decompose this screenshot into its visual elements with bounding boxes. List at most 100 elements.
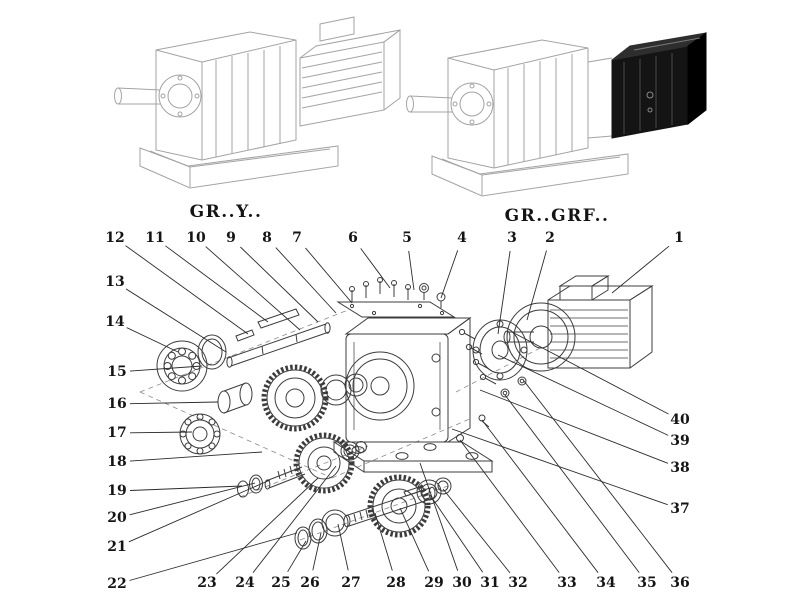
callout-31: 31 (480, 575, 500, 591)
leader-line-10 (205, 246, 301, 331)
leader-line-9 (240, 246, 319, 323)
callout-25: 25 (271, 575, 291, 591)
leader-line-16 (129, 401, 219, 405)
leader-line-22 (129, 532, 298, 581)
callout-16: 16 (107, 396, 127, 412)
leader-line-18 (129, 451, 263, 462)
callout-3: 3 (507, 230, 517, 246)
motor-mounting-bolts (458, 328, 497, 385)
motor-shaft-end (503, 330, 511, 344)
leader-line-19 (129, 485, 243, 491)
callout-40: 40 (670, 412, 690, 428)
dark-motor-block (611, 32, 707, 139)
leader-line-5 (408, 250, 415, 291)
first-stage-gear (261, 364, 368, 432)
callout-18: 18 (107, 454, 127, 470)
leader-line-4 (440, 250, 459, 299)
leader-line-11 (165, 245, 269, 323)
leader-line-40 (511, 331, 669, 415)
spacer-bushing (217, 382, 253, 414)
leader-line-36 (523, 380, 673, 573)
leader-line-3 (497, 250, 511, 335)
leader-line-12 (125, 245, 249, 335)
callout-23: 23 (197, 575, 217, 591)
housing-foot (332, 441, 494, 473)
oil-plug (431, 407, 441, 417)
callout-13: 13 (105, 274, 125, 290)
leader-line-20 (129, 482, 256, 516)
shaft-key-small (235, 329, 255, 342)
callout-2: 2 (545, 230, 555, 246)
leader-line-35 (504, 394, 640, 573)
leader-line-32 (442, 488, 511, 574)
callout-14: 14 (105, 314, 125, 330)
leader-line-28 (374, 512, 393, 571)
inspection-cover (336, 301, 456, 318)
callout-15: 15 (107, 364, 127, 380)
callout-38: 38 (670, 460, 690, 476)
callout-8: 8 (262, 230, 272, 246)
callout-21: 21 (107, 539, 127, 555)
callout-11: 11 (145, 230, 165, 246)
gear-housing (332, 317, 494, 473)
gear-bearing (344, 373, 368, 397)
output-shaft-assembly (294, 474, 452, 550)
callout-35: 35 (637, 575, 657, 591)
callout-12: 12 (105, 230, 125, 246)
callout-1: 1 (674, 230, 684, 246)
terminal-box (558, 275, 610, 301)
leader-line-25 (287, 540, 307, 573)
shaft-key (257, 308, 300, 329)
callout-4: 4 (457, 230, 467, 246)
exploded-view (139, 275, 654, 550)
leader-line-8 (275, 247, 337, 314)
callout-29: 29 (424, 575, 444, 591)
callout-26: 26 (300, 575, 320, 591)
leader-line-27 (337, 523, 349, 571)
assembled-view-gr-y (114, 16, 401, 189)
leader-lines (125, 245, 673, 581)
assembly-axis-lines (139, 309, 541, 541)
callout-39: 39 (670, 433, 690, 449)
callout-20: 20 (107, 510, 127, 526)
callout-19: 19 (107, 483, 127, 499)
callout-24: 24 (235, 575, 255, 591)
callout-9: 9 (226, 230, 236, 246)
callout-30: 30 (452, 575, 472, 591)
leader-line-33 (459, 439, 560, 573)
cover-bolts (349, 277, 446, 308)
assembled-view-gr-grf (406, 32, 707, 197)
leader-line-31 (429, 494, 484, 573)
callout-17: 17 (107, 425, 127, 441)
leader-line-13 (125, 288, 227, 353)
callout-22: 22 (107, 576, 127, 592)
oil-plug (431, 353, 441, 363)
leader-line-29 (399, 507, 430, 572)
leader-line-15 (129, 365, 203, 372)
variant-label-gr-grf: GR..GRF.. (504, 206, 610, 226)
callout-10: 10 (186, 230, 206, 246)
variant-label-gr-y: GR..Y.. (189, 202, 263, 222)
ball-bearing (179, 413, 221, 455)
leader-line-1 (611, 245, 670, 294)
callout-28: 28 (386, 575, 406, 591)
leader-line-39 (497, 354, 669, 436)
leader-line-34 (481, 419, 599, 573)
leader-line-21 (128, 479, 271, 543)
leader-line-7 (305, 247, 353, 304)
eye-bolt (419, 283, 429, 293)
callout-27: 27 (341, 575, 361, 591)
callout-5: 5 (402, 230, 412, 246)
leader-line-38 (479, 389, 669, 464)
output-gear (367, 474, 431, 538)
leader-line-14 (126, 327, 179, 353)
leader-line-37 (451, 428, 668, 506)
leader-line-24 (252, 465, 337, 573)
leader-line-30 (419, 462, 459, 571)
electric-motor (503, 275, 654, 372)
callout-6: 6 (348, 230, 358, 246)
leader-line-6 (360, 248, 391, 289)
input-shaft (226, 308, 331, 368)
callout-32: 32 (508, 575, 528, 591)
